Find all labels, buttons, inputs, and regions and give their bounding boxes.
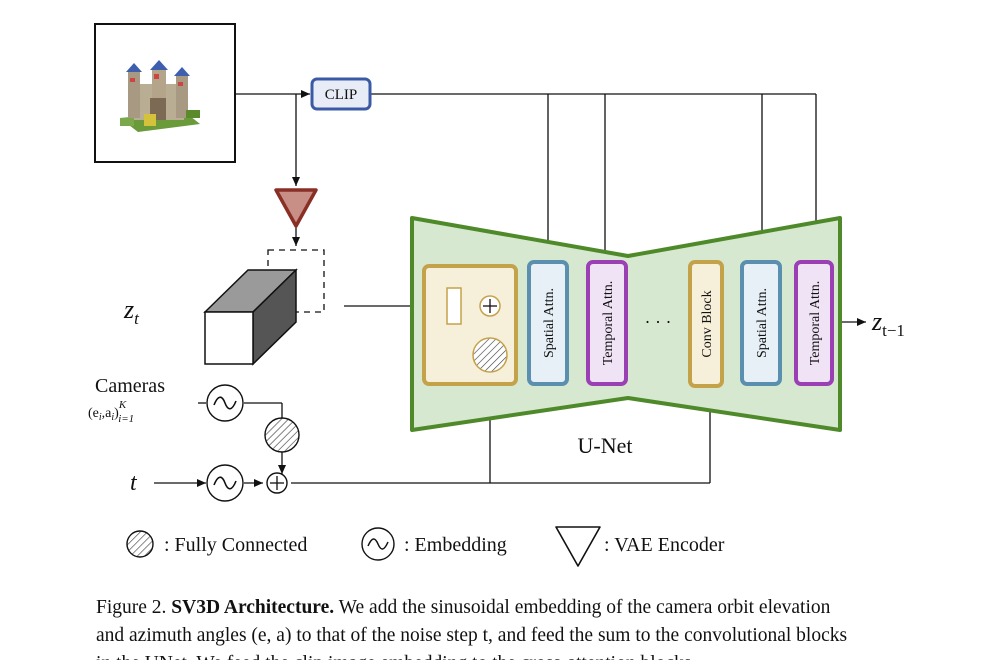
caption-line-1: Figure 2. SV3D Architecture. We add the …: [96, 594, 976, 622]
caption-prefix: Figure 2.: [96, 597, 172, 618]
caption-line-3: in the UNet. We feed the clip image embe…: [96, 650, 976, 660]
unet-label: U-Net: [578, 433, 633, 458]
vae-encoder-icon: [274, 188, 318, 228]
legend-vae-encoder-icon: [555, 526, 601, 567]
caption-title: SV3D Architecture.: [171, 597, 335, 618]
castle-icon: [120, 60, 200, 132]
legend-embedding-label: : Embedding: [404, 534, 507, 556]
temporal-attn-block-2: Temporal Attn.: [794, 260, 834, 386]
spatial-attn-block-1: Spatial Attn.: [527, 260, 569, 386]
conv-block: Conv Block: [688, 260, 724, 388]
fully-connected-icon: [264, 417, 300, 453]
conv-block-label: Conv Block: [700, 290, 715, 357]
temporal-attn-label-1: Temporal Attn.: [601, 281, 616, 366]
z-t-label: zt: [123, 295, 140, 328]
spatial-attn-label-1: Spatial Attn.: [542, 288, 557, 358]
legend: : Fully Connected : Embedding : VAE Enco…: [126, 526, 725, 567]
fully-connected-inner-icon: [472, 337, 508, 373]
first-conv-block: [422, 264, 518, 386]
figure-caption: Figure 2. SV3D Architecture. We add the …: [96, 594, 976, 660]
clip-encoder: CLIP: [310, 77, 372, 111]
t-embedding-icon: [206, 464, 244, 502]
temporal-attn-label-2: Temporal Attn.: [808, 281, 823, 366]
t-label: t: [130, 470, 138, 496]
latent-cube: [203, 249, 325, 366]
ellipsis: · · ·: [645, 312, 672, 332]
sum-node: [266, 472, 288, 494]
caption-line-2: and azimuth angles (e, a) to that of the…: [96, 625, 848, 646]
legend-embedding-icon: [361, 527, 395, 561]
clip-label: CLIP: [325, 87, 358, 103]
spatial-attn-block-2: Spatial Attn.: [740, 260, 782, 386]
spatial-attn-label-2: Spatial Attn.: [755, 288, 770, 358]
temporal-attn-block-1: Temporal Attn.: [586, 260, 628, 386]
input-image: [94, 23, 236, 163]
cameras-label: Cameras: [95, 375, 165, 397]
legend-fully-connected-icon: [126, 530, 154, 558]
legend-vae-encoder-label: : VAE Encoder: [604, 534, 725, 556]
legend-fully-connected-label: : Fully Connected: [164, 534, 307, 556]
camera-embedding-icon: [206, 384, 244, 422]
caption-line1-rest: We add the sinusoidal embedding of the c…: [334, 597, 831, 618]
z-out-label: zt−1: [871, 307, 905, 340]
